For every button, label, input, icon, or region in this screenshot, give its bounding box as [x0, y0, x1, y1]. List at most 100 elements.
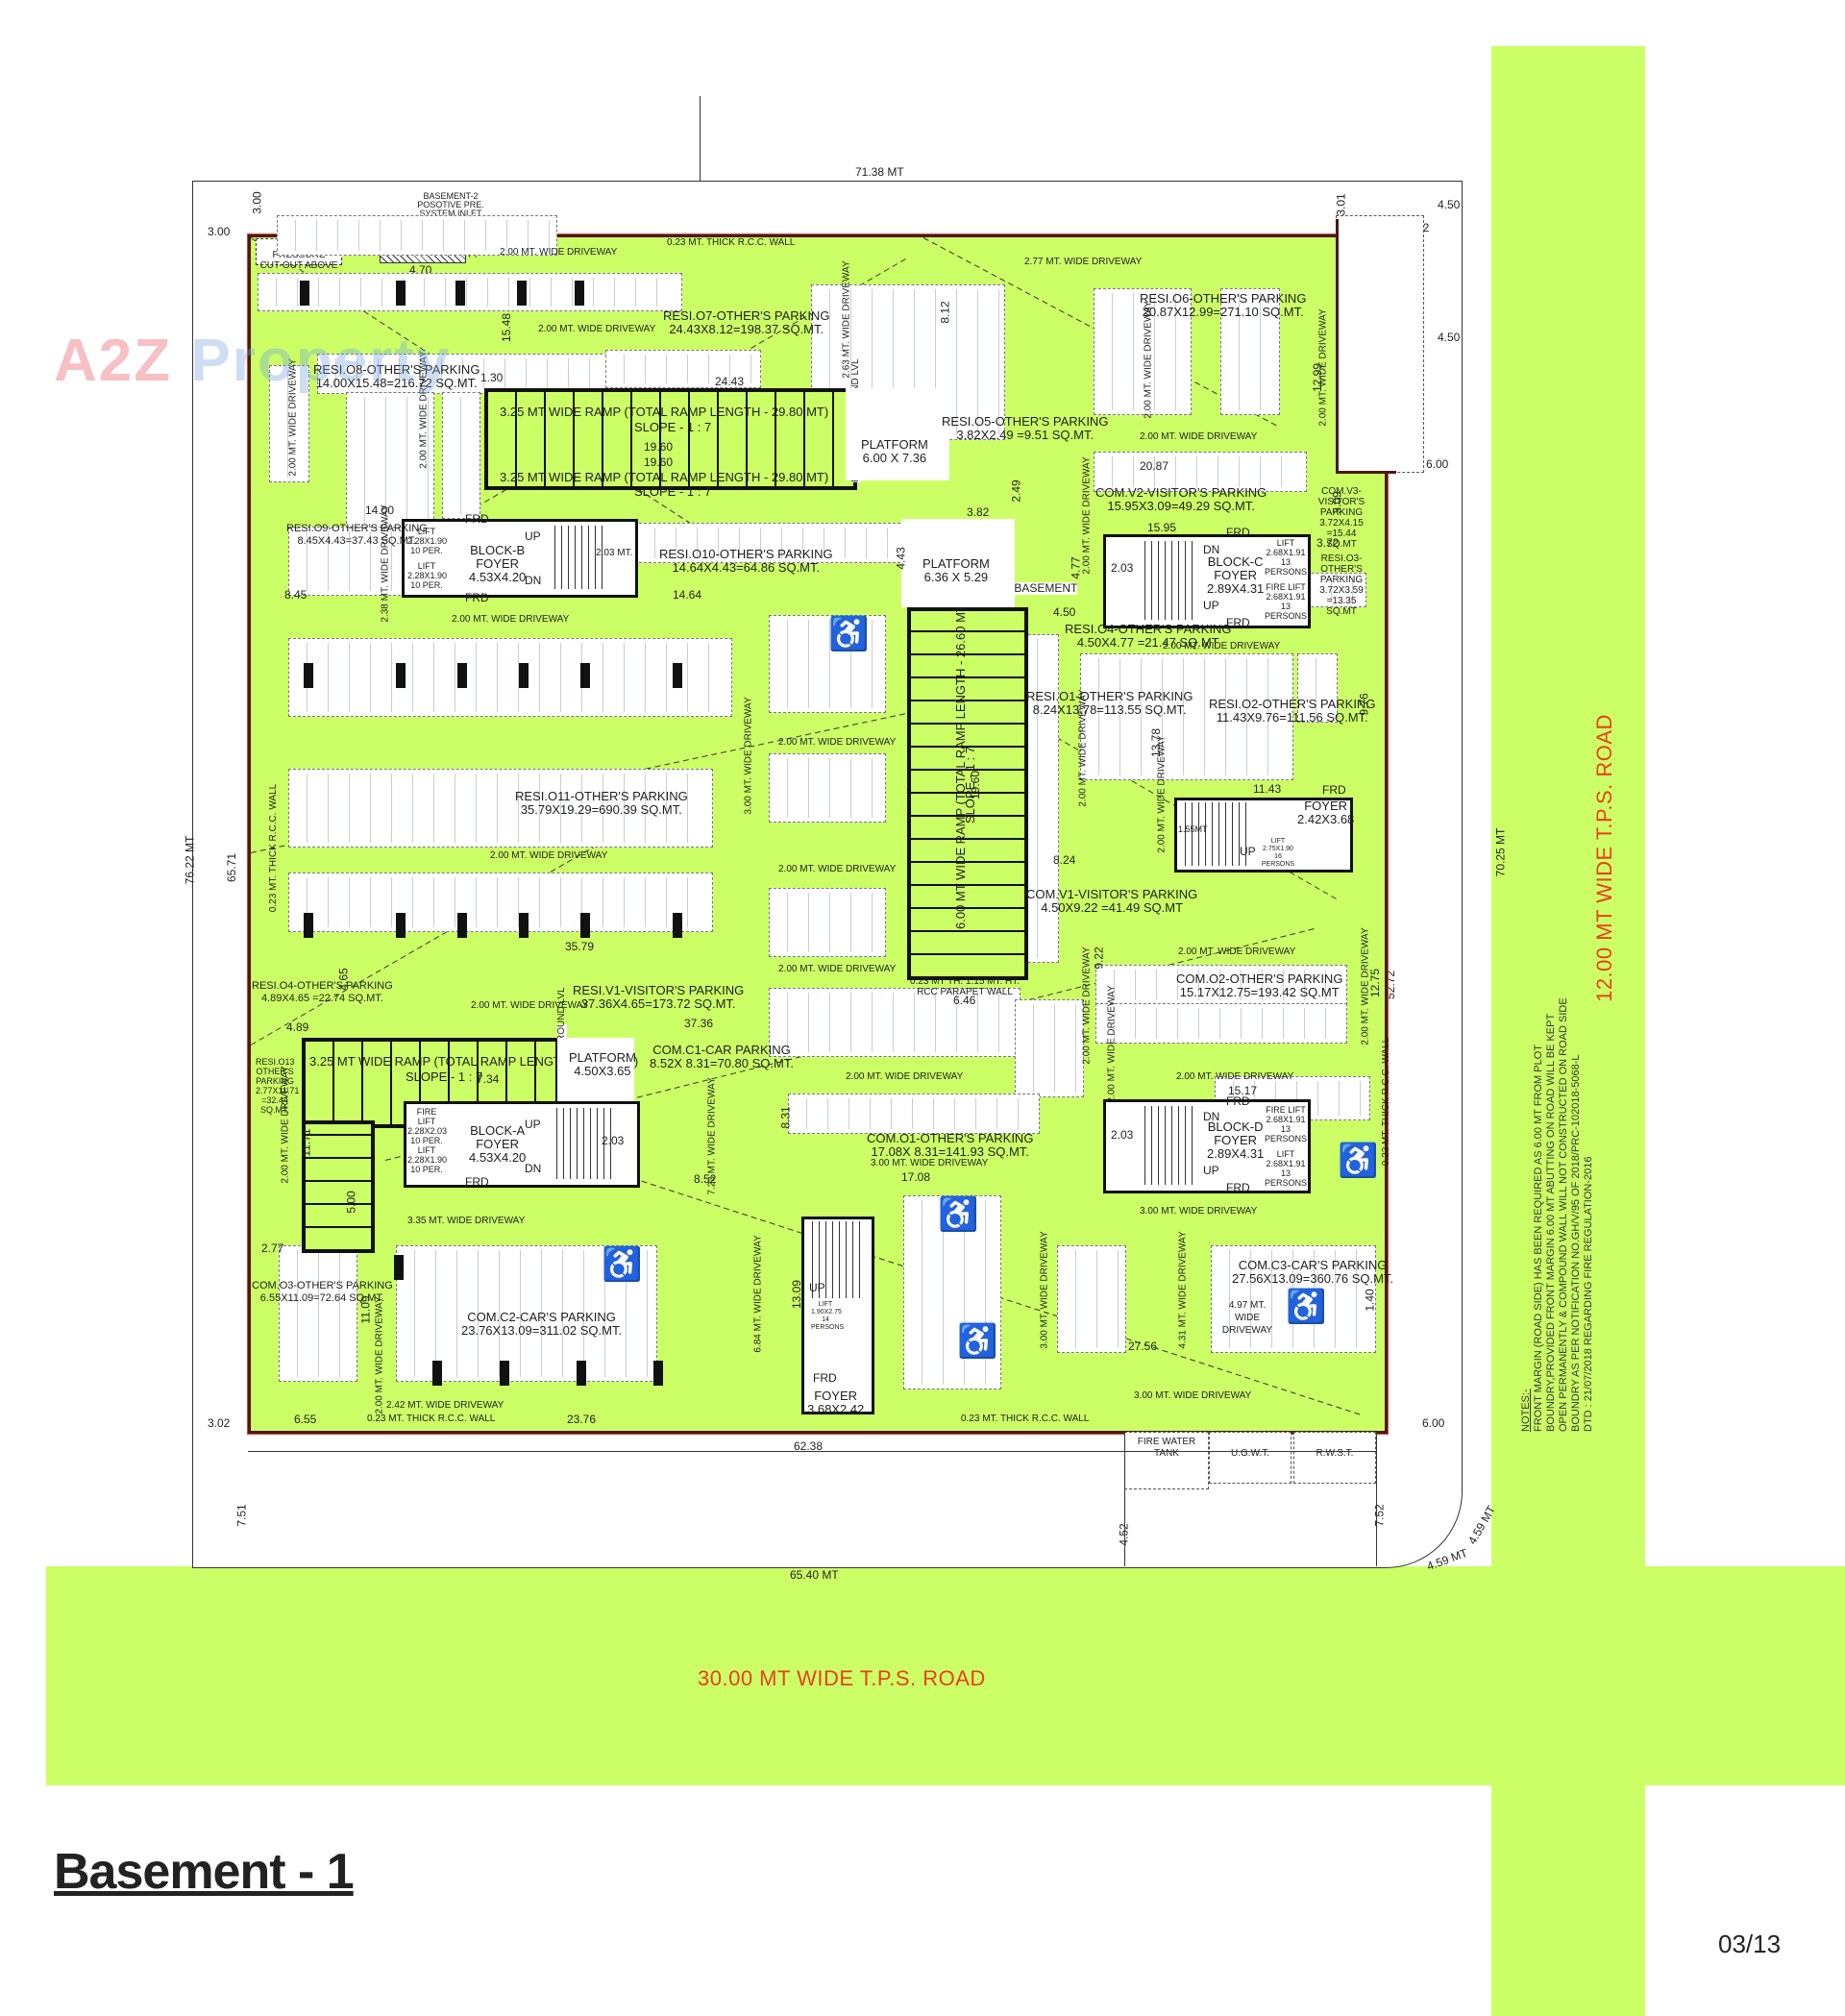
dim-stp-right: 6.00: [1426, 457, 1449, 471]
parapet-wall: 0.23 MT TH. 1.15 MT. HT. RCC PARAPET WAL…: [909, 976, 1021, 997]
driveway: 3.00 MT. WIDE DRIVEWAY: [1039, 1231, 1050, 1349]
driveway: 2.00 MT. WIDE DRIVEWAY: [538, 324, 656, 334]
stall-row: [269, 365, 309, 482]
dim-front-right: 7.52: [1372, 1504, 1387, 1527]
dim: 15.48: [500, 312, 514, 343]
block-c-lift-2: FIRE LIFT 2.68X1.91 13 PERSONS: [1265, 582, 1308, 621]
rwst-tank: R.W.S.T.: [1293, 1432, 1376, 1484]
stall-block: [396, 1245, 657, 1382]
driveway: 2.77 MT. WIDE DRIVEWAY: [1024, 257, 1143, 267]
stall-block: [1211, 1245, 1376, 1353]
stall-row: [288, 769, 713, 848]
dim: 8.24: [1053, 853, 1076, 867]
foyer-e-frd: FRD: [1322, 783, 1346, 797]
wheelchair-icon: ♿: [938, 1196, 979, 1233]
driveway: 2.00 MT. WIDE DRIVEWAY: [1178, 947, 1296, 957]
driveway: 2.38 MT. WIDE DRIVEWAY: [380, 504, 391, 623]
block-a-frd: FRD: [465, 1175, 489, 1189]
dim: 8.52: [694, 1172, 717, 1186]
dim: 24.43: [715, 375, 745, 388]
dim: 27.56: [1128, 1340, 1158, 1353]
dim: 14.64: [673, 588, 702, 602]
block-d-frd-top: FRD: [1226, 1094, 1250, 1108]
tank-boundary: [1376, 1432, 1377, 1566]
dim: 1.40: [1363, 1289, 1377, 1312]
driveway: 2.00 MT. WIDE DRIVEWAY: [1077, 689, 1089, 807]
block-b-frd-top: FRD: [465, 512, 489, 526]
driveway: 2.00 MT. WIDE DRIVEWAY: [500, 247, 618, 258]
basement-notch: [1336, 219, 1396, 474]
block-a-dn: DN: [525, 1162, 542, 1175]
column: [300, 281, 309, 306]
stall-row: [288, 873, 713, 932]
dim: 14.00: [365, 504, 395, 517]
dim: 23.76: [567, 1413, 597, 1426]
rcc-wall-label: 0.23 MT. THICK R.C.C. WALL: [268, 783, 280, 913]
driveway: 2.00 MT. WIDE DRIVEWAY: [490, 850, 608, 861]
stall-row: [605, 350, 761, 388]
driveway: 2.00 MT. WIDE DRIVEWAY: [778, 864, 897, 874]
block-d-frd-bottom: FRD: [1226, 1181, 1250, 1194]
column: [580, 913, 590, 938]
driveway: 2.00 MT. WIDE DRIVEWAY: [1140, 431, 1258, 442]
platform-3: [557, 1038, 634, 1105]
column: [396, 663, 406, 688]
dim-bottom-outer: 65.40 MT: [790, 1568, 839, 1582]
stall-row: [442, 392, 480, 519]
stall-row: [615, 523, 905, 563]
wheelchair-icon: ♿: [828, 616, 870, 652]
dim: 15.95: [1147, 521, 1177, 534]
column: [519, 913, 529, 938]
wheelchair-icon: ♿: [1286, 1289, 1327, 1325]
stall-row: [258, 273, 682, 311]
foyer-e-lift: LIFT 2.75X1.90 16 PERSONS: [1261, 838, 1295, 868]
driveway: 2.00 MT. WIDE DRIVEWAY: [471, 1000, 589, 1011]
stall-row: [1094, 452, 1307, 492]
road-junction: [1384, 1565, 1845, 2016]
block-d-dn: DN: [1203, 1110, 1220, 1123]
block-d-core: [1103, 1099, 1311, 1193]
driveway: 2.00 MT. WIDE DRIVEWAY: [1143, 301, 1154, 419]
driveway: 2.00 MT. WIDE DRIVEWAY: [778, 964, 897, 974]
block-d-stair-w: 2.03: [1111, 1128, 1134, 1142]
bottom-ramp-label: 3.25 MT WIDE RAMP (TOTAL RAMP LENGTH - 2…: [309, 1054, 639, 1069]
dim-bottom-ramp: 7.34: [477, 1072, 500, 1086]
driveway: 4.31 MT. WIDE DRIVEWAY: [1177, 1231, 1189, 1349]
driveway: 2.00 MT. WIDE DRIVEWAY: [846, 1071, 964, 1082]
tank-boundary: [1124, 1432, 1125, 1566]
column: [457, 663, 467, 688]
rcc-wall-label: 0.23 MT. THICK R.C.C. WALL: [1381, 1037, 1392, 1167]
dim: 2.77: [261, 1242, 284, 1255]
driveway: 2.00 MT. WIDE DRIVEWAY: [1081, 947, 1093, 1065]
margin-line: [248, 1451, 1376, 1452]
driveway: 2.00 MT. WIDE DRIVEWAY: [280, 1066, 291, 1184]
right-road-label: 12.00 MT WIDE T.P.S. ROAD: [1591, 714, 1616, 1002]
block-b-stair-w: 2.03 MT.: [596, 548, 633, 558]
fire-water-tank: FIRE WATER TANK: [1124, 1432, 1209, 1489]
dim: 4.50: [1053, 605, 1076, 619]
dim-ramp-top-len-2: 19.60: [644, 455, 674, 469]
column: [304, 913, 313, 938]
block-c-dn: DN: [1203, 543, 1220, 556]
stall-block: [1057, 1245, 1126, 1353]
dim: 3.82: [967, 505, 990, 519]
dim-right-outer: 70.25 MT: [1493, 827, 1508, 877]
foyer-e-up: UP: [1240, 845, 1256, 858]
block-b-lift-2: LIFT 2.28X1.90 10 PER.: [407, 561, 448, 590]
dim: 11.43: [1253, 782, 1282, 796]
top-ramp-slope-2: SLOPE - 1 : 7: [634, 484, 712, 499]
dim-left-inner: 65.71: [225, 852, 239, 883]
dim-stp-top: 3.01: [1334, 193, 1348, 216]
top-ramp-label-2: 3.25 MT WIDE RAMP (TOTAL RAMP LENGTH - 2…: [500, 470, 829, 484]
